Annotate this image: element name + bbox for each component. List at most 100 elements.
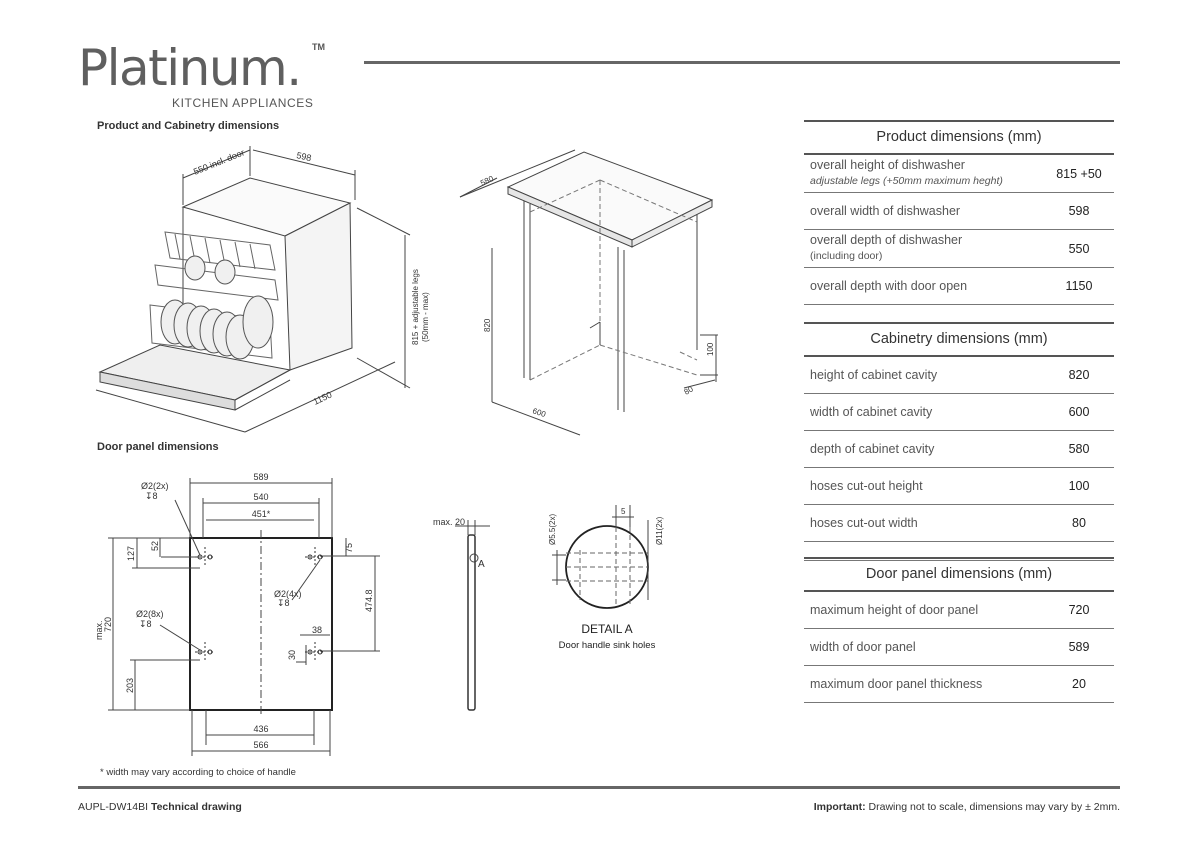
table-row: hoses cut-out height 100 [804,468,1114,505]
dim-door-38: 38 [312,625,322,635]
hole-label-4x: Ø2(4x) [274,589,302,599]
detail-a-subtitle: Door handle sink holes [559,640,656,651]
dim-door-474: 474.8 [364,589,374,612]
technical-drawings: 550 incl. door 598 815 + adjustable legs… [94,146,718,756]
row-label: maximum height of door panel [810,602,979,617]
row-label: overall depth of dishwasher [810,233,963,247]
row-value: 589 [1068,640,1090,654]
dim-height-legs: 815 + adjustable legs [411,269,420,345]
dim-door-451: 451* [252,509,271,519]
row-value: 20 [1072,677,1086,691]
dim-cab-height: 820 [483,318,492,332]
row-label: hoses cut-out width [810,515,918,530]
footer-disclaimer: Important: Drawing not to scale, dimensi… [814,801,1120,813]
table-row: hoses cut-out width 80 [804,505,1114,542]
table-row: overall width of dishwasher 598 [804,193,1114,230]
dim-door-540: 540 [253,492,268,502]
dim-door-203: 203 [125,678,135,693]
side-callout-a: A [478,559,485,570]
section-title-product-cabinetry: Product and Cabinetry dimensions [97,120,280,132]
row-label: width of cabinet cavity [810,404,933,419]
row-value: 550 [1068,241,1090,256]
table-row: overall depth with door open 1150 [804,268,1114,305]
row-value: 1150 [1065,279,1093,293]
table-spacer [804,542,1114,561]
row-value: 80 [1072,516,1086,530]
cabinetry-dimensions-table: Cabinetry dimensions (mm) height of cabi… [804,322,1114,561]
dishwasher-drawing [95,146,411,433]
brand-name: Platinum. [78,39,302,97]
hole-label-2x: Ø2(2x) [141,481,169,491]
dim-door-436: 436 [253,724,268,734]
important-label: Important: [813,801,866,813]
table-row: maximum door panel thickness 20 [804,666,1114,703]
door-panel-drawing [108,478,380,756]
row-label: maximum door panel thickness [810,676,983,691]
dim-door-566: 566 [253,740,268,750]
dim-door-720: 720 [103,617,113,632]
dim-depth-incl-door: 550 incl. door [192,147,246,177]
table-row: overall depth of dishwasher (including do… [804,230,1114,268]
dim-detail-5: 5 [621,507,626,516]
dim-door-75: 75 [344,543,354,553]
row-sublabel: adjustable legs (+50mm maximum heght) [810,175,1003,187]
row-label: width of door panel [810,639,916,654]
row-value: 600 [1068,405,1090,419]
dim-side-max: max. 20 [433,517,465,527]
product-dimensions-table: Product dimensions (mm) overall height o… [804,120,1114,324]
table-row: height of cabinet cavity 820 [804,357,1114,394]
door-panel-dimensions-table: Door panel dimensions (mm) maximum heigh… [804,557,1114,703]
table-row: overall height of dishwasher adjustable l… [804,155,1114,193]
row-label: depth of cabinet cavity [810,441,935,456]
dim-width-598: 598 [296,150,313,163]
table-row: width of door panel 589 [804,629,1114,666]
row-value: 820 [1068,368,1090,382]
detail-a-drawing [552,505,649,609]
dim-cab-width: 600 [531,406,547,419]
row-value: 815 +50 [1056,166,1102,181]
row-label: hoses cut-out height [810,478,923,493]
door-table-title: Door panel dimensions (mm) [804,557,1114,592]
hole-label-8x: Ø2(8x) [136,609,164,619]
dim-detail-11: Ø11(2x) [655,516,664,545]
footer-model: AUPL-DW14BI Technical drawing [78,801,242,813]
dim-height-legs-sub: (50mm - max) [421,292,430,342]
hole-depth-4x: ↧8 [277,598,290,608]
cabinet-drawing [459,149,718,436]
brand-logo: Platinum. TM KITCHEN APPLIANCES [78,40,338,112]
table-row: maximum height of door panel 720 [804,592,1114,629]
header-divider [364,61,1120,64]
row-sublabel: (including door) [810,250,883,262]
table-row: width of cabinet cavity 600 [804,394,1114,431]
row-value: 720 [1068,603,1090,617]
brand-tagline: KITCHEN APPLIANCES [172,96,314,110]
dim-door-30: 30 [287,650,297,660]
brand-trademark: TM [312,42,325,52]
hole-depth-2x: ↧8 [145,491,158,501]
row-value: 598 [1068,204,1090,218]
door-side-profile [455,520,490,711]
footer-divider [78,786,1120,789]
hole-depth-8x: ↧8 [139,619,152,629]
row-label: overall depth with door open [810,278,968,293]
dim-door-589: 589 [253,472,268,482]
product-table-title: Product dimensions (mm) [804,120,1114,155]
important-text: Drawing not to scale, dimensions may var… [865,801,1120,813]
dim-depth-open: 1150 [312,390,334,407]
row-label: height of cabinet cavity [810,367,938,382]
model-suffix: Technical drawing [148,801,242,813]
detail-a-title: DETAIL A [581,622,632,636]
model-code: AUPL-DW14BI [78,801,149,813]
row-value: 580 [1068,442,1090,456]
dim-door-max: max. [94,620,104,640]
dim-detail-5-5: Ø5.5(2x) [548,514,557,545]
cabinetry-table-title: Cabinetry dimensions (mm) [804,322,1114,357]
row-label: overall width of dishwasher [810,203,961,218]
row-value: 100 [1068,479,1090,493]
footnote: * width may vary according to choice of … [100,767,296,778]
dim-hose-h: 100 [706,342,715,356]
dim-door-127: 127 [126,546,136,561]
dim-door-52: 52 [150,541,160,551]
row-label: overall height of dishwasher [810,158,965,172]
table-row: depth of cabinet cavity 580 [804,431,1114,468]
